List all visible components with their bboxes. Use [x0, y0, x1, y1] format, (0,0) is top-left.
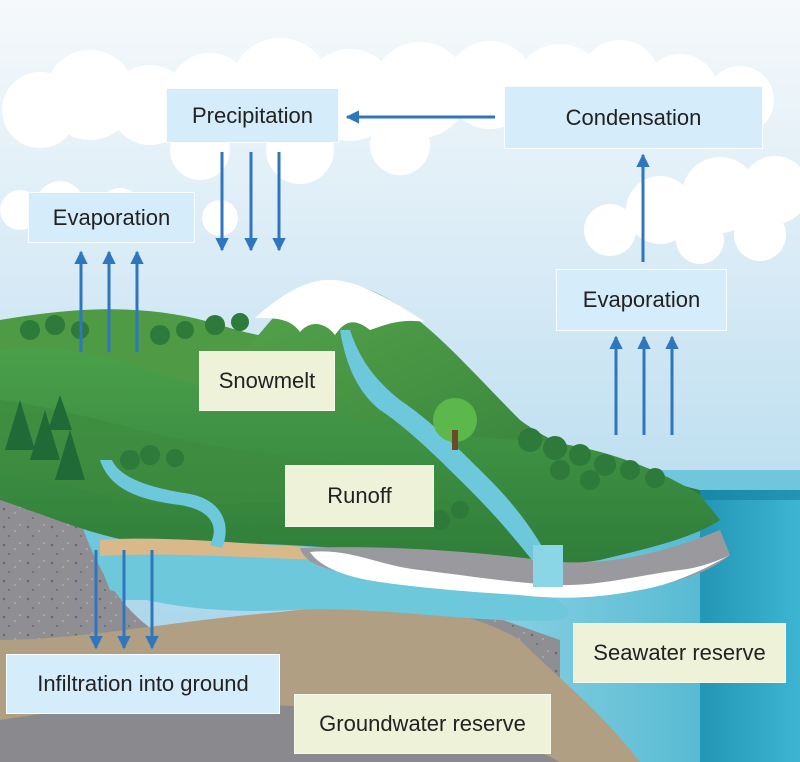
flow-arrows [74, 110, 679, 650]
label-groundwater-reserve: Groundwater reserve [294, 694, 551, 754]
label-infiltration-into-ground: Infiltration into ground [6, 654, 280, 714]
snowmelt-stream [340, 330, 555, 570]
label-runoff: Runoff [285, 465, 434, 527]
river [100, 460, 226, 548]
shore [100, 538, 330, 560]
lake [90, 540, 569, 621]
forest [20, 313, 665, 530]
label-seawater-reserve: Seawater reserve [573, 623, 786, 683]
label-evaporation-land: Evaporation [28, 192, 195, 243]
label-evaporation-sea: Evaporation [556, 269, 727, 331]
foreground-hills [0, 347, 720, 565]
label-condensation: Condensation [504, 86, 763, 149]
pine-trees [5, 395, 85, 480]
label-precipitation: Precipitation [166, 88, 339, 143]
waterfall [533, 545, 563, 587]
label-snowmelt: Snowmelt [199, 351, 335, 411]
tree [433, 398, 477, 450]
surf [310, 551, 730, 598]
snowcap [255, 279, 425, 335]
